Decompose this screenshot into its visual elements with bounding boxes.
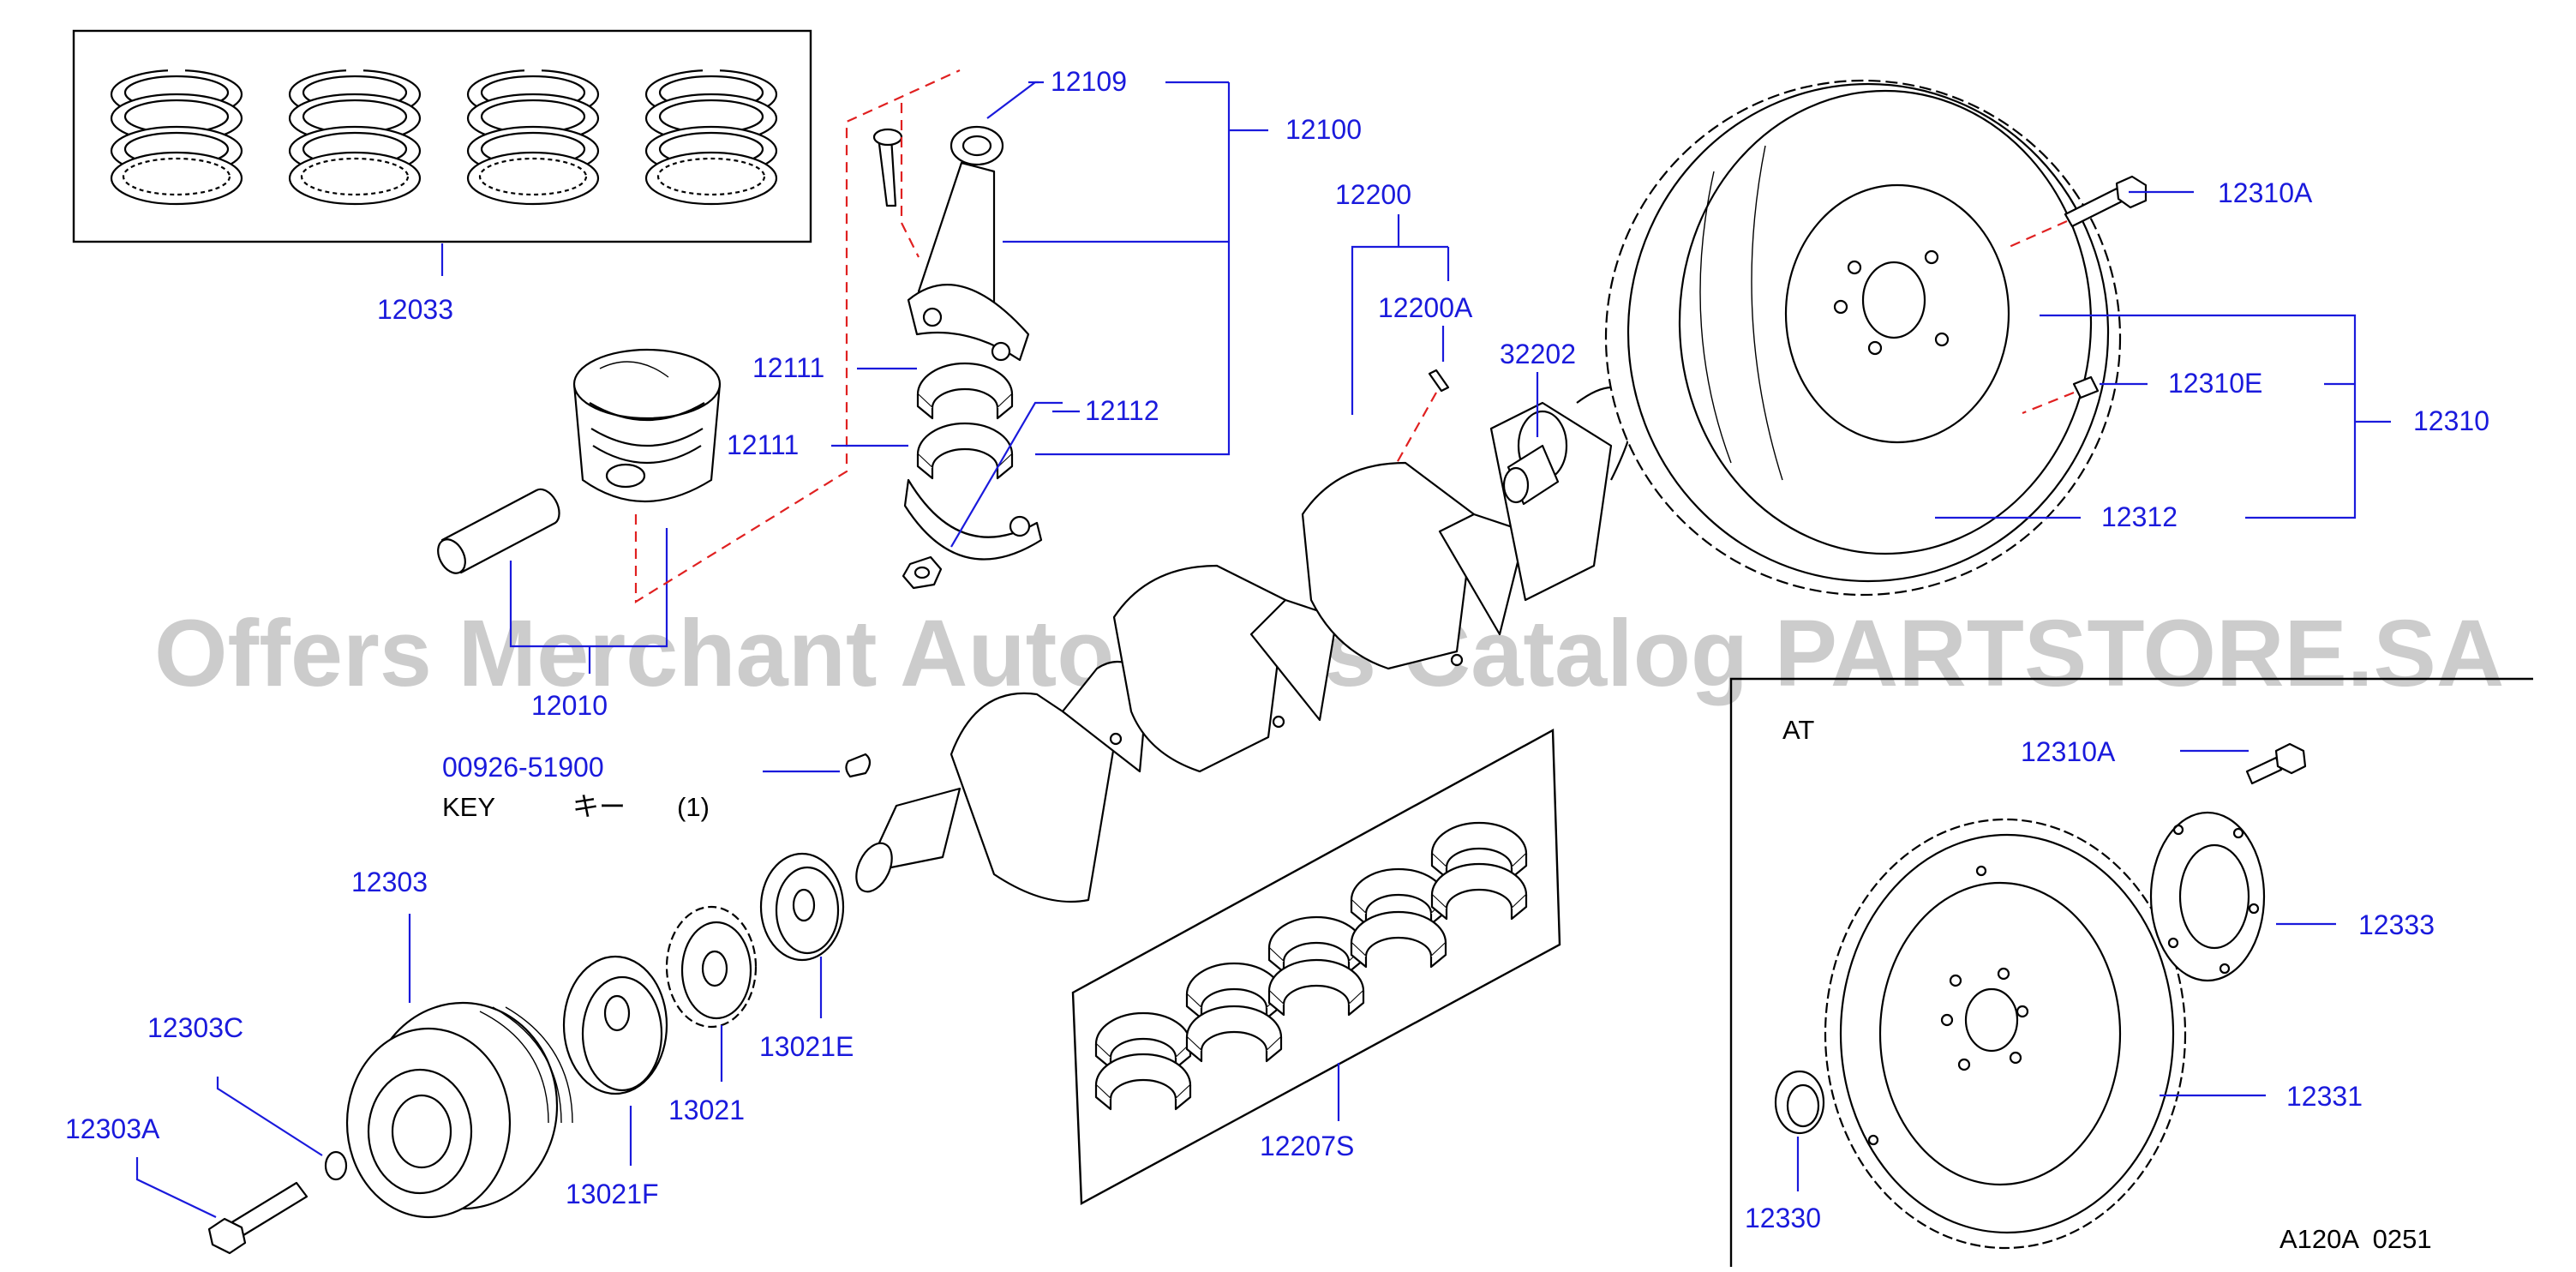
rod-nut-illustration [902, 555, 943, 590]
connecting-rod-illustration [907, 125, 1030, 362]
pulley-bolt-illustration [207, 1181, 309, 1255]
crank-pulley-illustration [345, 1001, 573, 1219]
part-label-12207S[interactable]: 12207S [1260, 1131, 1354, 1161]
main-bearing-set-illustration [1071, 729, 1561, 1205]
diagram-code: A120A 0251 [2279, 1224, 2432, 1254]
flywheel-illustration [1604, 79, 2122, 597]
part-label-13021F[interactable]: 13021F [566, 1179, 659, 1209]
part-label-12303C[interactable]: 12303C [147, 1012, 243, 1043]
piston-ring-set-illustration [72, 29, 812, 243]
part-label-12010[interactable]: 12010 [531, 690, 608, 721]
rod-bearing-lower-illustration [916, 422, 1014, 480]
piston-pin-illustration [437, 488, 560, 574]
part-label-12310E[interactable]: 12310E [2168, 368, 2262, 399]
rod-bolt-illustration [872, 128, 903, 207]
part-label-12112[interactable]: 12112 [1085, 395, 1159, 426]
part-label-12312[interactable]: 12312 [2101, 501, 2178, 532]
part-label-12111-lower[interactable]: 12111 [727, 429, 799, 460]
drive-plate-bolt-illustration [2245, 742, 2307, 785]
part-label-12100[interactable]: 12100 [1285, 114, 1362, 145]
part-label-12200A[interactable]: 12200A [1378, 292, 1473, 323]
part-label-12331[interactable]: 12331 [2286, 1081, 2363, 1112]
drive-plate-illustration [1824, 818, 2187, 1250]
key-quantity: (1) [677, 792, 710, 822]
crankshaft-illustration [855, 386, 1635, 903]
part-label-32202[interactable]: 32202 [1500, 339, 1576, 369]
part-label-12303A[interactable]: 12303A [65, 1113, 160, 1144]
part-label-12310[interactable]: 12310 [2413, 405, 2489, 436]
key-description-jp: キー [572, 792, 626, 822]
at-section-title: AT [1782, 715, 1814, 745]
part-label-12333[interactable]: 12333 [2358, 909, 2435, 940]
part-label-13021E[interactable]: 13021E [759, 1031, 854, 1062]
pulley-washer-illustration [324, 1150, 348, 1181]
oil-pump-spacer-illustration [562, 955, 668, 1095]
crank-dowel-illustration [1428, 369, 1450, 393]
piston-illustration [572, 348, 722, 503]
part-label-12109[interactable]: 12109 [1051, 66, 1127, 97]
pilot-bushing-illustration [1502, 444, 1560, 506]
part-label-12330[interactable]: 12330 [1745, 1203, 1821, 1233]
part-label-12111-upper[interactable]: 12111 [752, 352, 824, 383]
converter-spacer-illustration [1774, 1070, 1825, 1135]
part-label-00926-51900[interactable]: 00926-51900 [442, 752, 604, 783]
flywheel-dowel-illustration [2072, 375, 2100, 399]
oil-thrower-illustration [759, 852, 845, 962]
assembly-indicator-piston [634, 69, 961, 603]
assembly-indicator-rod [900, 103, 920, 258]
key-illustration [845, 753, 872, 778]
part-label-12310A[interactable]: 12310A [2218, 177, 2313, 208]
part-label-12033[interactable]: 12033 [377, 294, 453, 325]
part-label-12310A-at[interactable]: 12310A [2021, 736, 2116, 767]
part-label-12200[interactable]: 12200 [1335, 179, 1411, 210]
part-label-13021[interactable]: 13021 [668, 1095, 745, 1125]
ring-set-frame [72, 29, 812, 243]
reinforcement-plate-illustration [2149, 811, 2266, 982]
key-description: KEY [442, 792, 495, 822]
rod-cap-illustration [903, 478, 1043, 561]
crank-sprocket-illustration [665, 905, 758, 1029]
rod-bearing-upper-illustration [916, 362, 1014, 420]
part-label-12303[interactable]: 12303 [351, 867, 428, 897]
at-section-frame [1729, 677, 2533, 1267]
